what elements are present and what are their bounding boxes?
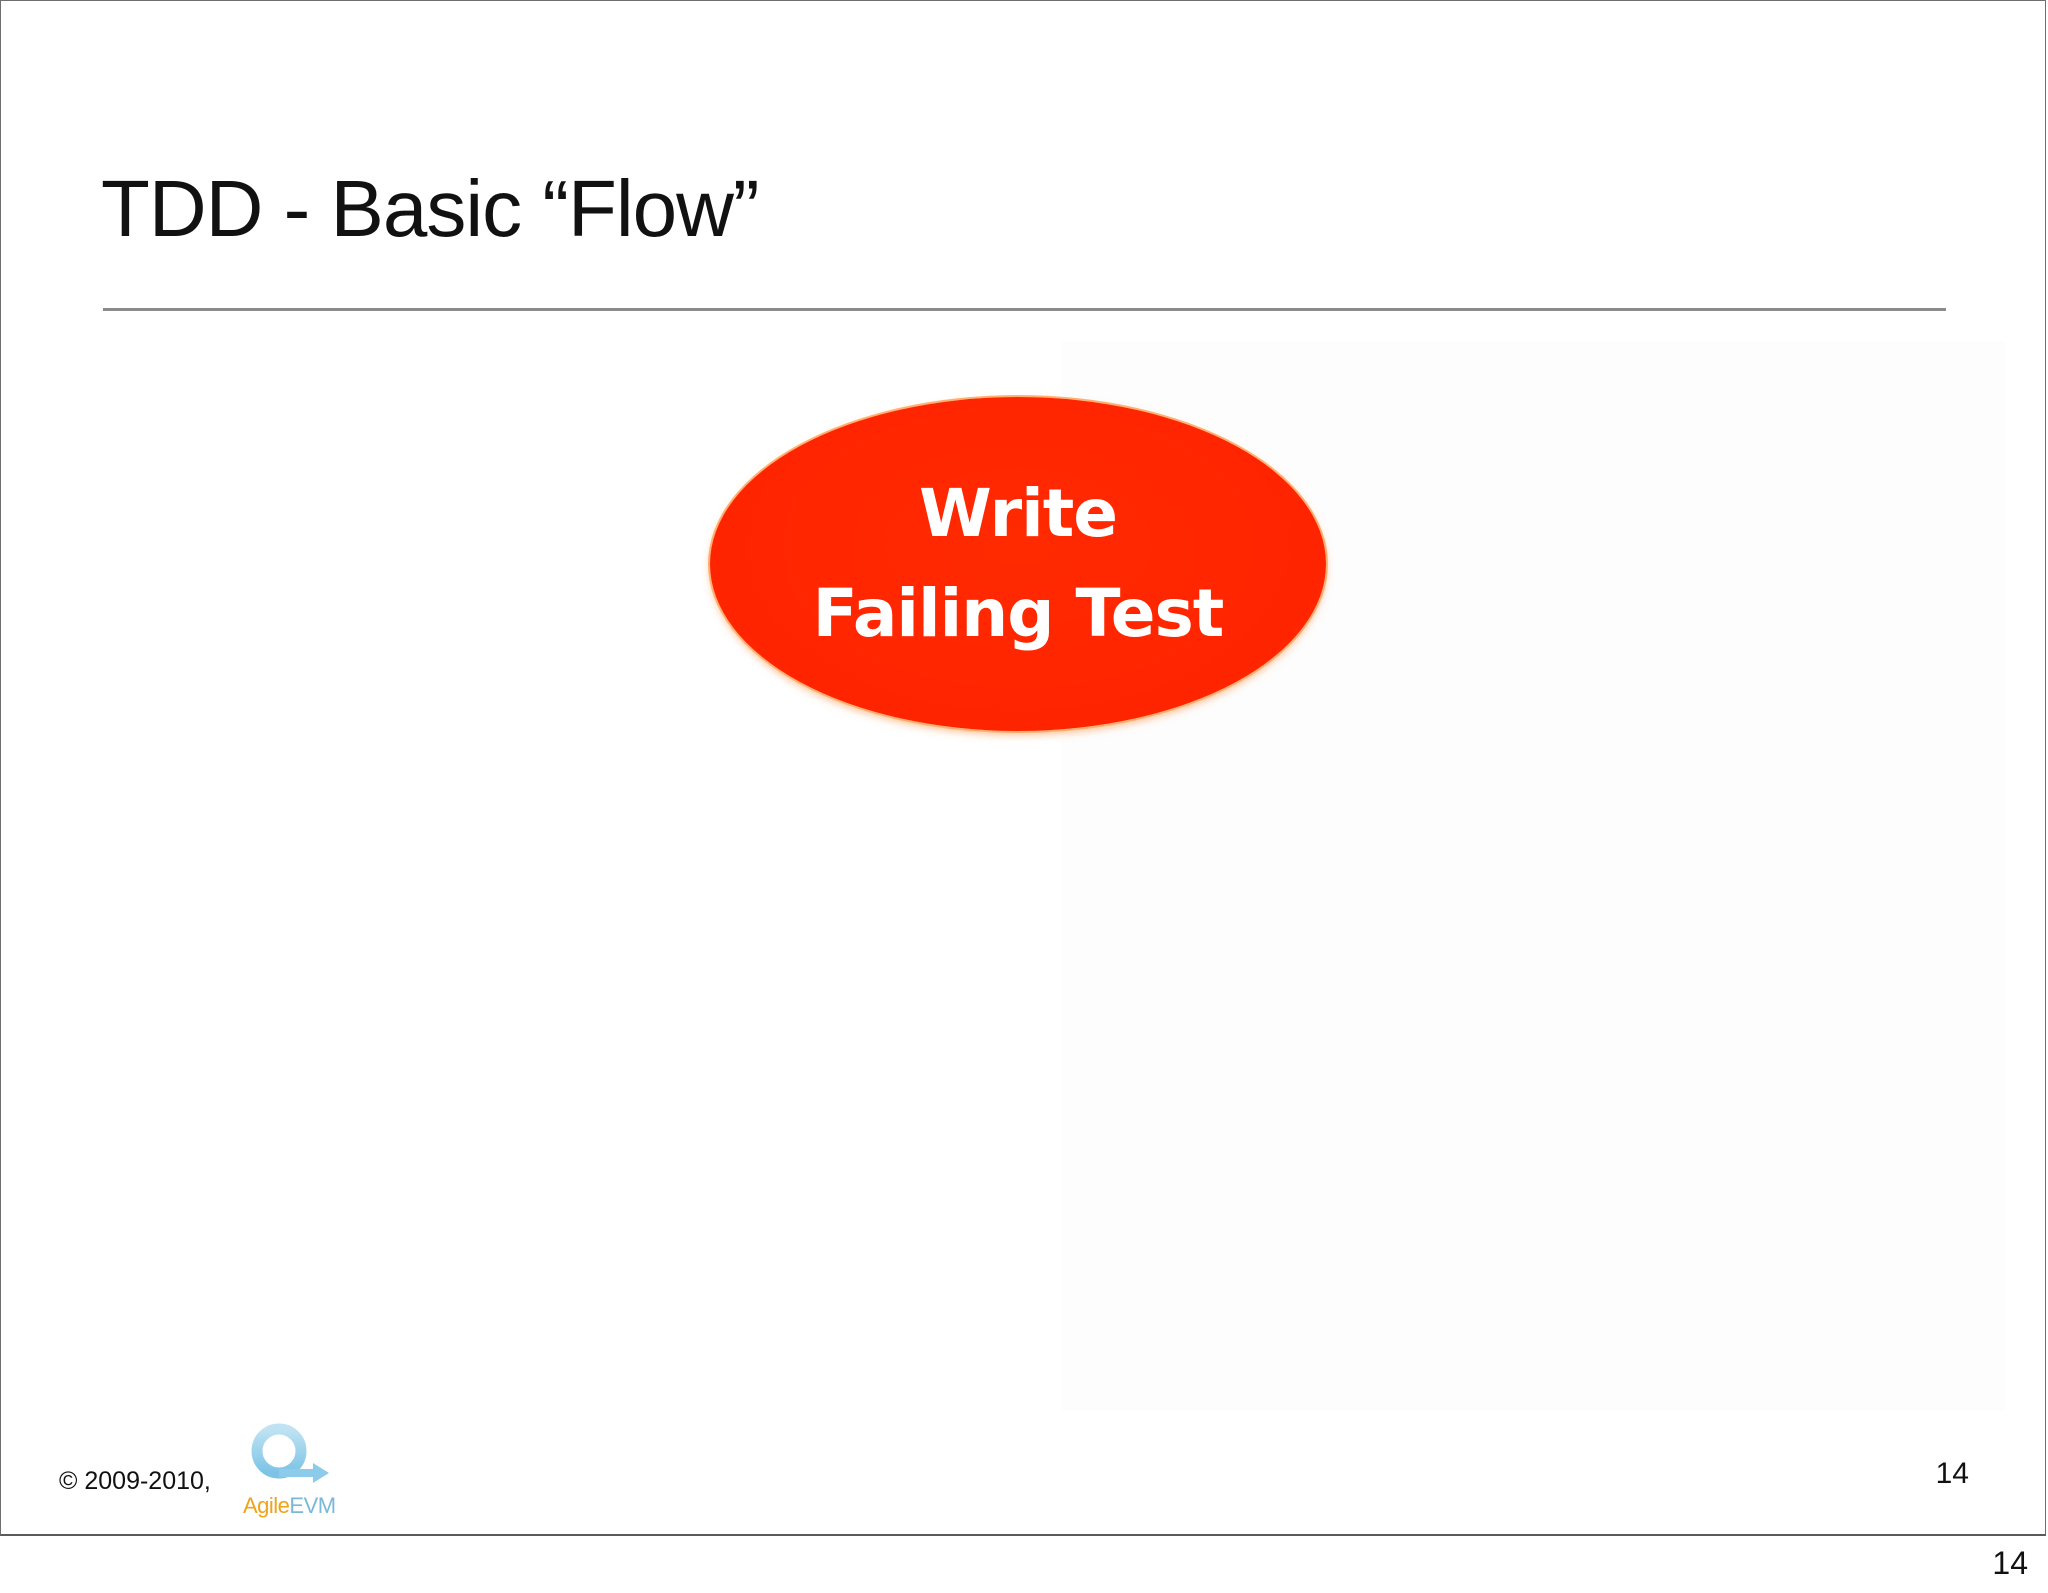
logo-loop-icon	[251, 1423, 329, 1483]
slide-number: 14	[1935, 1457, 1969, 1490]
logo-text-agile: Agile	[243, 1493, 290, 1518]
ellipse-label-line2: Failing Test	[812, 575, 1225, 652]
title-divider	[103, 308, 1946, 311]
ellipse-label-line1: Write	[918, 475, 1118, 552]
logo-wordmark: AgileEVM	[243, 1493, 336, 1519]
slide: TDD - Basic “Flow” Write Failing Test © …	[0, 0, 2046, 1536]
page-number: 14	[1992, 1545, 2028, 1581]
write-failing-test-ellipse: Write Failing Test	[710, 397, 1326, 731]
agileevm-logo: AgileEVM	[239, 1419, 359, 1519]
slide-title: TDD - Basic “Flow”	[101, 164, 760, 253]
copyright-text: © 2009-2010,	[59, 1467, 211, 1495]
logo-text-evm: EVM	[289, 1493, 336, 1518]
